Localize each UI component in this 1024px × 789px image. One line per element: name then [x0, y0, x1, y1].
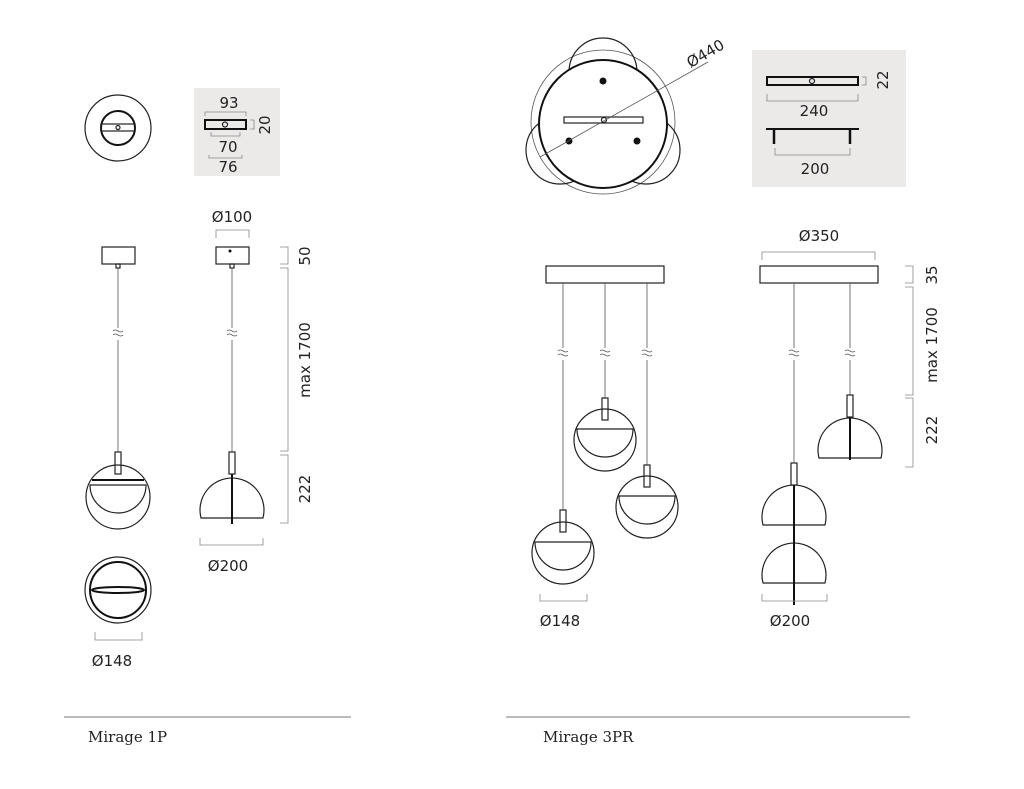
canopy-diameter-label: Ø350 — [799, 227, 839, 245]
mirage-1p-caption: Mirage 1P — [88, 728, 167, 746]
mount-width-label: 76 — [218, 158, 237, 176]
cable-length-label: max 1700 — [923, 307, 941, 383]
mirage-3pr-top-view: Ø440 — [525, 36, 728, 195]
cable-length-label: max 1700 — [296, 322, 314, 398]
mirage-1p-front-view — [85, 246, 151, 530]
plate-length-label: 93 — [219, 94, 238, 112]
canopy-diameter-label: Ø100 — [212, 208, 252, 226]
mirage-1p-bottom-view: Ø148 — [84, 556, 152, 670]
lamp-height-label: 222 — [296, 475, 314, 504]
mirage-3pr-canopy-plate-detail: 22 240 200 — [752, 50, 906, 187]
shade-diameter-label: Ø200 — [208, 557, 248, 575]
mirage-1p-side-view — [199, 246, 265, 524]
mirage-3pr-front-view: Ø148 — [531, 265, 679, 630]
mirage-1p-dimensions: Ø100 50 max 1700 222 Ø200 — [199, 208, 314, 575]
plate-height-label: 22 — [874, 70, 892, 89]
canopy-height-label: 50 — [296, 246, 314, 265]
canopy-height-label: 35 — [923, 265, 941, 284]
ring-diameter-label: Ø148 — [540, 612, 580, 630]
hole-spacing-label: 70 — [218, 138, 237, 156]
mirage-3pr-dimensions: Ø350 35 max 1700 222 — [761, 227, 941, 468]
plate-length-label: 240 — [800, 102, 829, 120]
plate-height-label: 20 — [256, 115, 274, 134]
mirage-1p-canopy-plate-detail: 93 20 70 76 — [194, 88, 280, 176]
ring-diameter-label: Ø148 — [92, 652, 132, 670]
mirage-1p-top-view — [84, 94, 152, 162]
mirage-3pr-caption: Mirage 3PR — [543, 728, 634, 746]
lamp-height-label: 222 — [923, 416, 941, 445]
shade-diameter-label: Ø200 — [770, 612, 810, 630]
mount-width-label: 200 — [801, 160, 830, 178]
mirage-3pr-side-view: Ø200 — [759, 265, 883, 630]
overall-diameter-label: Ø440 — [683, 36, 727, 72]
